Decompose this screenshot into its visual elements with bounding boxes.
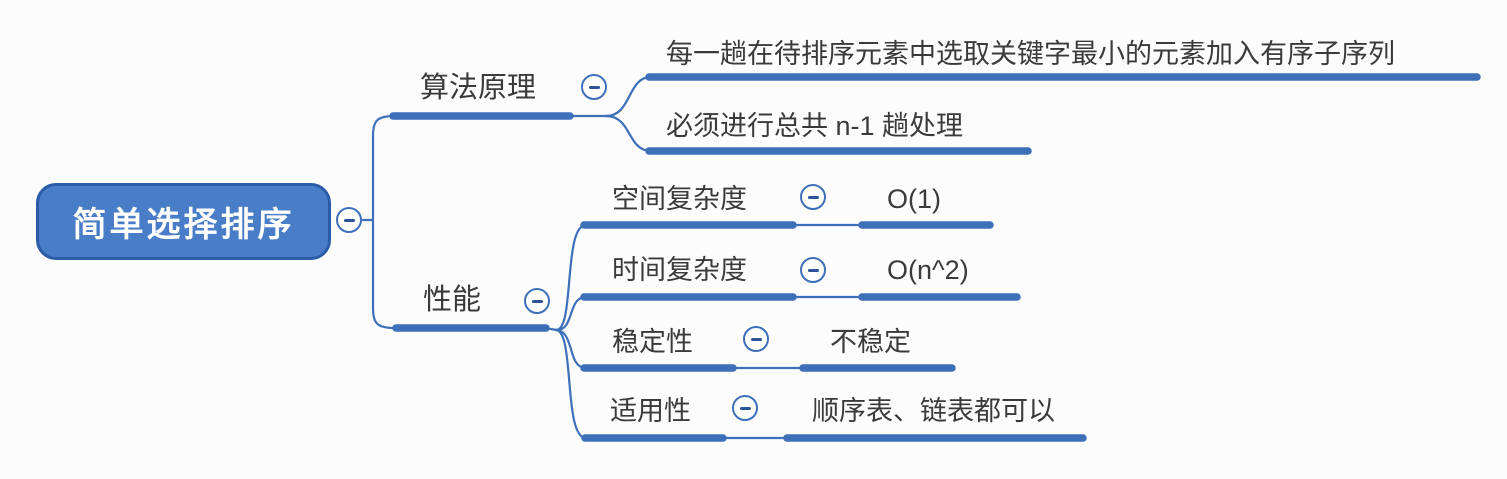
collapse-minus-icon[interactable]	[581, 74, 607, 100]
minus-bar	[588, 85, 600, 89]
perf-value-time-complexity[interactable]: O(n^2)	[887, 255, 969, 285]
branch1-curve-to-leaf2	[604, 114, 653, 153]
leaf-node-principle-2[interactable]: 必须进行总共 n-1 趟处理	[666, 111, 964, 141]
minus-bar	[750, 337, 762, 341]
minus-bar	[739, 406, 751, 410]
collapse-minus-icon[interactable]	[800, 257, 826, 283]
perf-label-space-complexity[interactable]: 空间复杂度	[612, 184, 747, 214]
root-node[interactable]: 简单选择排序	[36, 183, 331, 260]
minus-bar	[343, 218, 355, 222]
branch-node-performance[interactable]: 性能	[423, 284, 482, 316]
leaf-node-principle-1[interactable]: 每一趟在待排序元素中选取关键字最小的元素加入有序子序列	[666, 39, 1395, 69]
branch2-curve-row2	[554, 295, 588, 332]
perf-value-space-complexity[interactable]: O(1)	[887, 184, 941, 214]
perf-label-applicability[interactable]: 适用性	[610, 396, 691, 426]
root-bracket-line	[371, 114, 396, 330]
collapse-minus-icon[interactable]	[524, 288, 550, 314]
perf-value-stability[interactable]: 不稳定	[830, 327, 911, 357]
minus-bar	[807, 268, 819, 272]
branch1-curve-to-leaf1	[604, 75, 653, 118]
branch-node-principle[interactable]: 算法原理	[420, 72, 537, 104]
perf-label-time-complexity[interactable]: 时间复杂度	[612, 255, 747, 285]
branch2-curve-row1	[554, 223, 588, 332]
minus-bar	[807, 195, 819, 199]
collapse-minus-icon[interactable]	[336, 207, 362, 233]
collapse-minus-icon[interactable]	[800, 184, 826, 210]
branch2-curve-row3	[554, 328, 588, 370]
collapse-minus-icon[interactable]	[743, 326, 769, 352]
minus-bar	[531, 299, 543, 303]
perf-value-applicability[interactable]: 顺序表、链表都可以	[812, 396, 1055, 426]
collapse-minus-icon[interactable]	[732, 395, 758, 421]
branch2-curve-row4	[554, 328, 588, 440]
branch2-fork-stub	[542, 326, 559, 332]
perf-label-stability[interactable]: 稳定性	[612, 327, 693, 357]
